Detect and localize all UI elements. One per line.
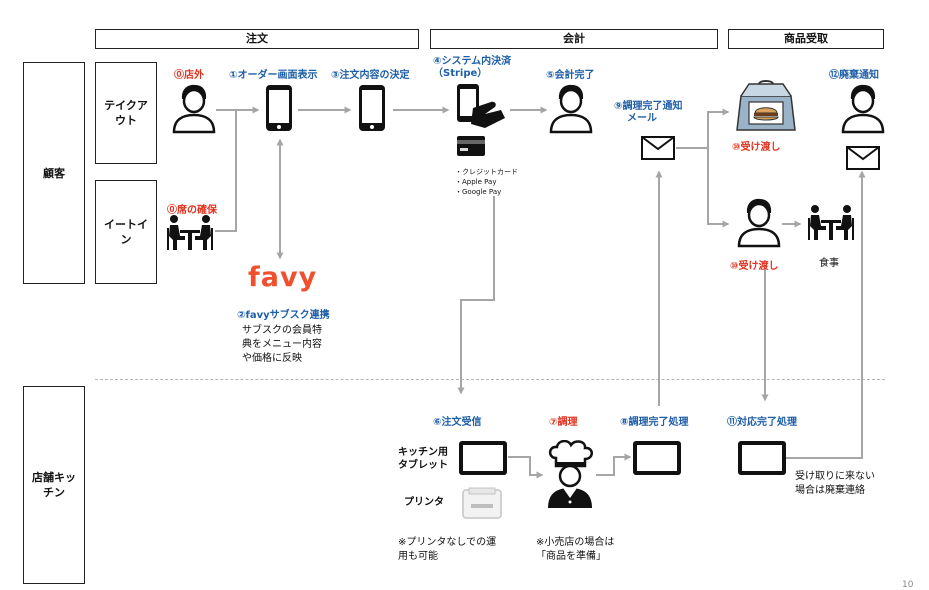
printer-note: ※プリンタなしでの運 用も可能 [398,537,497,562]
payment-method-apple: ・Apple Pay [455,178,497,186]
step-11-label: ⑪対応完了処理 [727,417,797,428]
step-1-label: ①オーダー画面表示 [229,70,318,81]
person-icon [172,84,216,134]
payment-method-credit: ・クレジットカード [455,168,518,176]
header-order: 注文 [95,29,419,49]
tablet-icon [738,441,786,475]
header-pickup: 商品受取 [728,29,884,49]
step-5-label: ⑤会計完了 [546,70,595,81]
favy-logo: favy [248,262,318,293]
arrow-tablet-to-chef [508,456,544,479]
printer-label: プリンタ [404,497,444,508]
person-icon [549,84,593,134]
dining-table-icon [808,205,854,240]
step-10a-label: ⑩受け渡し [732,142,781,153]
dining-table-icon [167,215,213,250]
lane-divider [95,379,885,380]
lane-takeout: テイクアウト [95,62,157,164]
arrow-chef-to-complete [596,453,632,476]
payment-methods: ・クレジットカード ・Apple Pay ・Google Pay [455,167,518,197]
chef-icon [548,440,593,508]
credit-card-icon [457,136,485,156]
kitchen-tablet-label: キッチン用 タブレット [398,447,448,471]
meal-label: 食事 [819,258,839,269]
mobile-payment-icon [457,84,505,128]
step-8-label: ⑧調理完了処理 [620,417,689,428]
step-10b-label: ⑩受け渡し [730,261,779,272]
step-4-label-1: ④システム内決済 [433,56,512,67]
step-seat-label: ⓪席の確保 [167,205,217,216]
subscription-note: サブスクの会員特 典をメニュー内容 や価格に反映 [242,325,322,364]
page-number: 10 [902,580,914,590]
arrow-done-to-disposal [780,170,866,459]
step-9-label-2: メール [627,113,657,124]
lane-customer: 顧客 [23,62,85,284]
arrow-payment-to-kitchen [457,196,495,395]
step-2-label: ②favyサブスク連携 [237,310,330,321]
smartphone-icon [266,85,292,131]
mail-icon [641,136,675,160]
disposal-note: 受け取りに来ない 場合は廃棄連絡 [795,471,875,496]
step-6-label: ⑥注文受信 [433,417,482,428]
step-3-label: ③注文内容の決定 [331,70,410,81]
printer-icon [462,487,502,519]
lane-eatin: イートイン [95,180,157,284]
header-payment: 会計 [430,29,718,49]
arrow-seat-to-order [215,110,237,232]
arrow-mail-to-eatin [707,148,730,228]
step-outside-label: ⓪店外 [174,70,204,81]
tablet-icon [459,441,507,475]
mail-icon [846,146,880,170]
takeout-box-icon [736,80,796,131]
step-7-label: ⑦調理 [549,417,578,428]
lane-kitchen: 店舗キッチン [23,386,85,584]
step-12-label: ⑫廃棄通知 [829,70,879,81]
retail-note: ※小売店の場合は 「商品を準備」 [536,537,615,562]
payment-method-google: ・Google Pay [455,188,502,196]
arrow-mail-to-takeout [676,108,730,149]
tablet-icon [633,441,681,475]
step-9-label-1: ⑨調理完了通知 [614,101,683,112]
person-icon [841,84,885,134]
person-icon [737,198,781,248]
step-4-label-2: （Stripe） [433,68,488,79]
smartphone-icon [359,85,385,131]
